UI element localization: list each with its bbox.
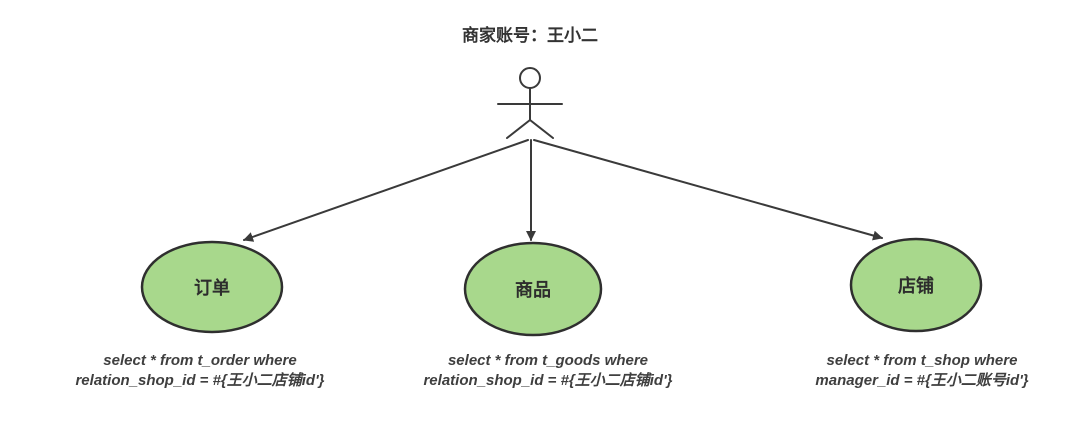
order-sql-line2: relation_shop_id = #{王小二店铺id'} <box>75 372 324 389</box>
shop-label: 店铺 <box>898 275 934 296</box>
use-case-order: 订单 select * from t_order where relation_… <box>75 240 325 389</box>
actor-figure <box>497 67 563 139</box>
goods-label: 商品 <box>515 279 551 300</box>
actor-head <box>519 67 541 89</box>
order-label: 订单 <box>194 277 230 298</box>
goods-sql-line2: relation_shop_id = #{王小二店铺id'} <box>423 372 672 389</box>
shop-sql-line2: manager_id = #{王小二账号id'} <box>815 372 1028 389</box>
diagram-title: 商家账号：王小二 <box>462 25 598 45</box>
arrow-to-order <box>243 139 529 242</box>
use-case-shop: 店铺 select * from t_shop where manager_id… <box>815 237 1029 389</box>
connector-arrows <box>243 139 883 242</box>
actor-right-leg <box>529 119 554 139</box>
use-case-goods: 商品 select * from t_goods where relation_… <box>423 241 673 389</box>
actor-left-leg <box>506 119 531 139</box>
goods-ellipse <box>463 241 603 337</box>
order-sql-line1: select * from t_order where <box>103 352 296 369</box>
arrow-to-shop <box>533 139 883 241</box>
order-ellipse <box>140 240 284 334</box>
goods-sql-line1: select * from t_goods where <box>448 352 648 369</box>
shop-ellipse <box>849 237 983 333</box>
shop-sql-line1: select * from t_shop where <box>827 352 1018 369</box>
